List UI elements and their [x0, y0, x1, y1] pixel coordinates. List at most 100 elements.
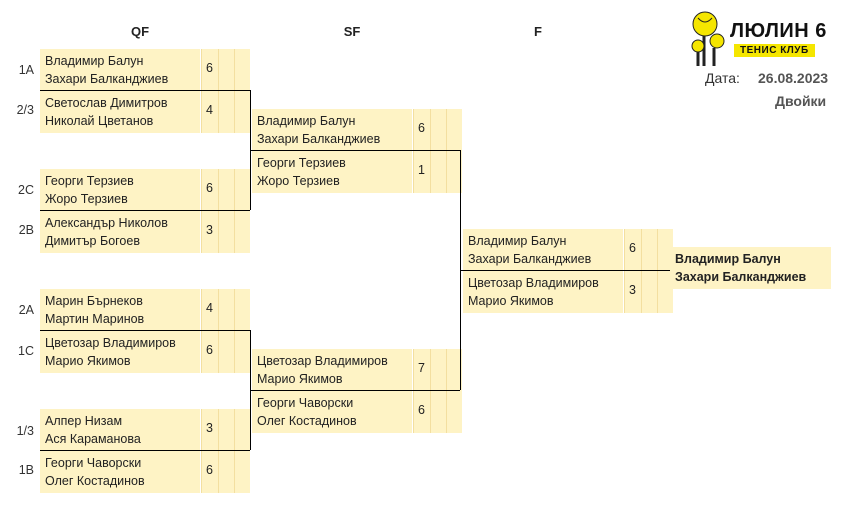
score-cell	[218, 451, 234, 493]
score-cell	[234, 169, 250, 211]
event-type: Двойки	[775, 93, 827, 109]
score-value: 6	[206, 343, 213, 357]
seed-label: 2/3	[16, 103, 34, 117]
player-name: Марио Якимов	[45, 354, 131, 368]
round-header-qf: QF	[130, 24, 150, 39]
score-value: 6	[418, 121, 425, 135]
score-cell	[234, 49, 250, 91]
score-cell	[218, 91, 234, 133]
date-label: Дата:	[705, 70, 740, 86]
score-cell	[657, 271, 673, 313]
player-name: Николай Цветанов	[45, 114, 154, 128]
team-names: Георги Терзиев Жоро Терзиев	[252, 151, 412, 193]
player-name: Владимир Балун	[45, 54, 144, 68]
round-header-f: F	[534, 24, 542, 39]
seed-label: 2A	[18, 303, 34, 317]
player-name: Александър Николов	[45, 216, 168, 230]
player-name: Георги Терзиев	[45, 174, 134, 188]
player-name: Георги Чаворски	[45, 456, 142, 470]
team-names: Марин Бърнеков Мартин Маринов	[40, 289, 200, 331]
bracket-line	[250, 390, 460, 391]
seed-label: 1/3	[16, 424, 34, 438]
score-cell: 4	[201, 289, 218, 331]
team-names: Цветозар Владимиров Марио Якимов	[463, 271, 623, 313]
score-cell: 6	[201, 331, 218, 373]
team-names: Цветозар Владимиров Марио Якимов	[252, 349, 412, 391]
score-cell	[657, 229, 673, 271]
seed-label: 2B	[18, 223, 34, 237]
score-value: 3	[206, 223, 213, 237]
logo-subtitle: ТЕНИС КЛУБ	[734, 44, 815, 57]
score-cell	[446, 151, 462, 193]
player-name: Владимир Балун	[257, 114, 356, 128]
team-names: Георги Чаворски Олег Костадинов	[40, 451, 200, 493]
bracket-line	[460, 270, 670, 271]
player-name: Захари Балканджиев	[45, 72, 169, 86]
bracket-line	[40, 330, 250, 331]
team-names: Владимир Балун Захари Балканджиев	[40, 49, 200, 91]
player-name: Захари Балканджиев	[257, 132, 381, 146]
seed-label: 1B	[18, 463, 34, 477]
score-cell: 3	[201, 211, 218, 253]
score-cell	[446, 391, 462, 433]
score-value: 3	[629, 283, 636, 297]
score-value: 4	[206, 301, 213, 315]
player-name: Владимир Балун	[468, 234, 567, 248]
logo-title: ЛЮЛИН 6	[730, 20, 827, 42]
score-cell	[430, 151, 446, 193]
team-names: Светослав Димитров Николай Цветанов	[40, 91, 200, 133]
seed-label: 2C	[18, 183, 34, 197]
champion-name: Владимир Балун	[675, 252, 781, 266]
player-name: Георги Чаворски	[257, 396, 354, 410]
score-cell: 6	[201, 49, 218, 91]
score-value: 3	[206, 421, 213, 435]
score-value: 6	[206, 61, 213, 75]
score-value: 6	[418, 403, 425, 417]
score-cell: 3	[624, 271, 641, 313]
score-cell	[218, 49, 234, 91]
club-logo: ЛЮЛИН 6 ТЕНИС КЛУБ	[690, 8, 840, 68]
bracket-line	[250, 150, 460, 151]
score-value: 7	[418, 361, 425, 375]
player-name: Олег Костадинов	[45, 474, 145, 488]
team-names: Владимир Балун Захари Балканджиев	[252, 109, 412, 151]
round-header-sf: SF	[343, 24, 361, 39]
score-cell: 3	[201, 409, 218, 451]
player-name: Цветозар Владимиров	[468, 276, 599, 290]
player-name: Светослав Димитров	[45, 96, 168, 110]
score-cell	[218, 331, 234, 373]
player-name: Димитър Богоев	[45, 234, 140, 248]
score-cell: 6	[624, 229, 641, 271]
score-cell	[430, 349, 446, 391]
score-cell	[430, 391, 446, 433]
team-names: Владимир Балун Захари Балканджиев	[463, 229, 623, 271]
score-value: 6	[206, 463, 213, 477]
player-name: Марио Якимов	[257, 372, 343, 386]
tree-icon	[691, 11, 725, 66]
score-cell	[218, 211, 234, 253]
player-name: Цветозар Владимиров	[45, 336, 176, 350]
score-cell: 6	[201, 451, 218, 493]
score-cell	[218, 169, 234, 211]
score-value: 6	[206, 181, 213, 195]
player-name: Цветозар Владимиров	[257, 354, 388, 368]
score-cell	[430, 109, 446, 151]
player-name: Георги Терзиев	[257, 156, 346, 170]
score-cell	[218, 409, 234, 451]
score-value: 6	[629, 241, 636, 255]
player-name: Жоро Терзиев	[257, 174, 340, 188]
team-names: Александър Николов Димитър Богоев	[40, 211, 200, 253]
team-names: Цветозар Владимиров Марио Якимов	[40, 331, 200, 373]
player-name: Марин Бърнеков	[45, 294, 143, 308]
team-names: Георги Чаворски Олег Костадинов	[252, 391, 412, 433]
score-cell	[218, 289, 234, 331]
score-cell	[446, 349, 462, 391]
player-name: Захари Балканджиев	[468, 252, 592, 266]
score-cell: 6	[413, 391, 430, 433]
score-cell: 6	[201, 169, 218, 211]
score-cell	[641, 229, 657, 271]
score-cell	[641, 271, 657, 313]
player-name: Жоро Терзиев	[45, 192, 128, 206]
champion-name: Захари Балканджиев	[675, 270, 807, 284]
score-cell	[234, 409, 250, 451]
